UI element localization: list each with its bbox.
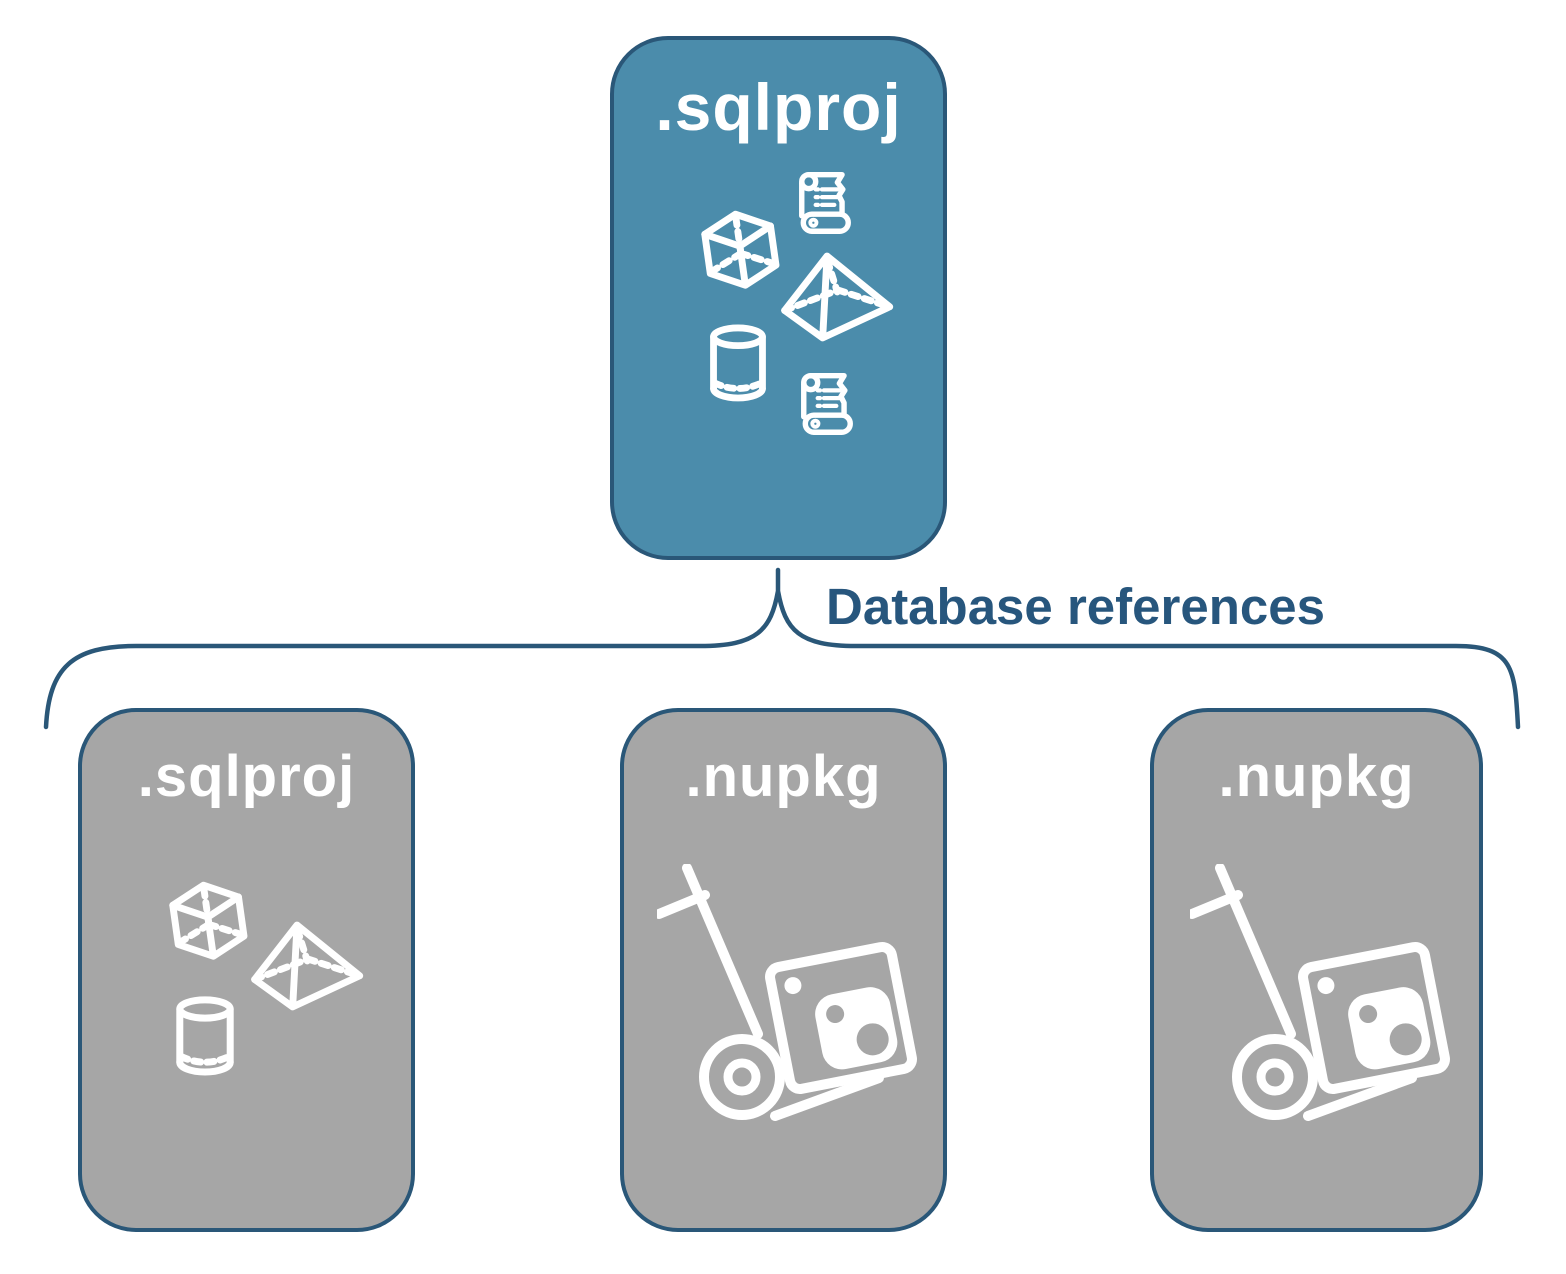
node-label: .nupkg: [685, 744, 882, 809]
cube-icon: [162, 872, 254, 964]
cylinder-icon: [170, 994, 240, 1080]
child-node-nupkg: .nupkg: [620, 708, 947, 1232]
connector-label: Database references: [826, 578, 1325, 635]
child-node-nupkg: .nupkg: [1150, 708, 1483, 1232]
root-node-sqlproj: .sqlproj: [610, 36, 947, 560]
pyramid-icon: [242, 919, 366, 1011]
nuget-handtruck-icon: [1190, 864, 1450, 1124]
node-label: .nupkg: [1218, 744, 1415, 809]
node-label: .sqlproj: [137, 744, 356, 809]
nuget-handtruck-icon: [657, 864, 917, 1124]
node-label: .sqlproj: [655, 70, 902, 144]
child-node-sqlproj: .sqlproj: [78, 708, 415, 1232]
